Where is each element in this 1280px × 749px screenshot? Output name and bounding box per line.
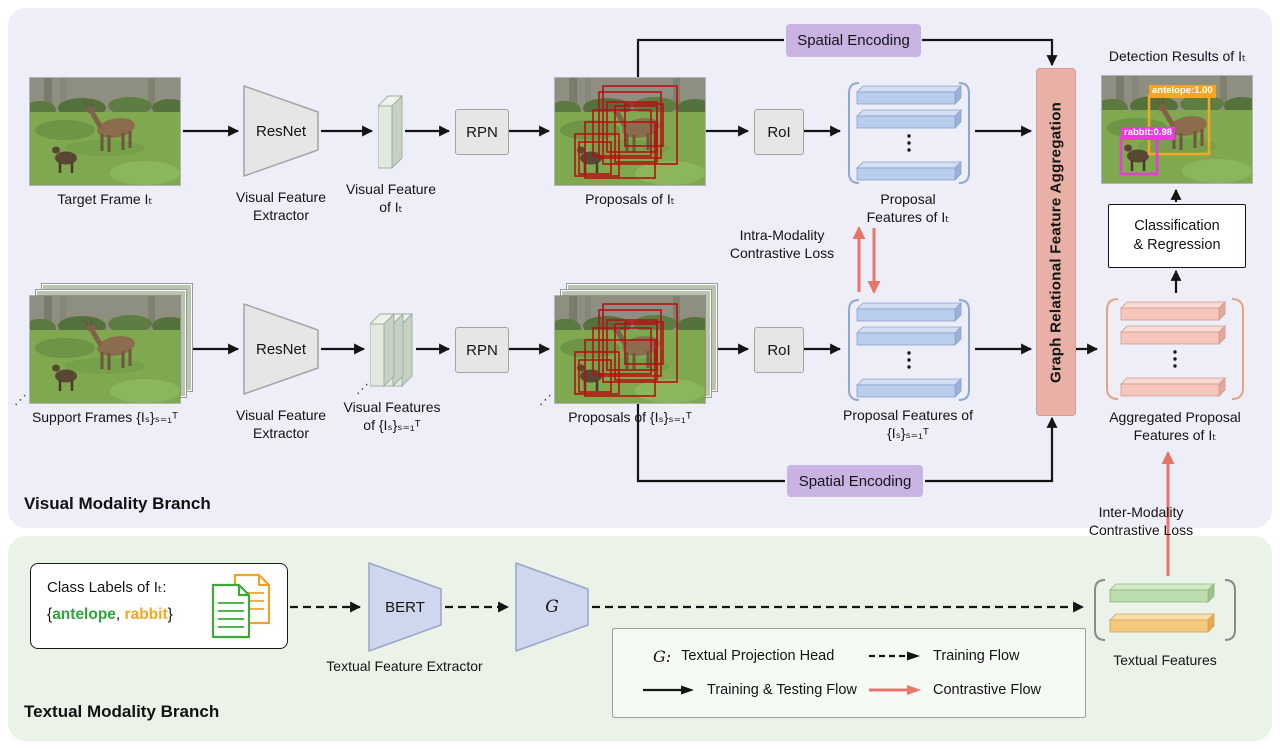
region-proposal-boxes-overlay [574, 85, 678, 179]
trapezoid-shape [368, 562, 442, 652]
textual-features-group [1090, 578, 1240, 642]
support-frames-label: Support Frames {Iₛ}ₛ₌₁ᵀ [31, 409, 179, 425]
rpn-box-target: RPN [455, 109, 509, 155]
legend-projection-head: G: Textual Projection Head [627, 639, 867, 673]
resnet-label: ResNet [255, 122, 307, 140]
target-frame-image [30, 78, 180, 185]
visual-feature-slab-target [378, 95, 404, 169]
separator: , [115, 606, 125, 623]
resnet-block-target: ResNet [243, 85, 319, 177]
trapezoid-shape [515, 562, 589, 652]
visual-feature-extractor-label-support: Visual Feature Extractor [235, 407, 326, 441]
trapezoid-shape [243, 303, 319, 395]
inter-modality-loss-label: Inter-Modality Contrastive Loss [1088, 504, 1194, 538]
solid-arrow-icon [643, 685, 694, 695]
red-arrow-icon [869, 685, 921, 695]
graph-relational-feature-aggregation-box: Graph Relational Feature Aggregation [1036, 68, 1076, 416]
class-labels-set: {antelope, rabbit} [47, 606, 173, 624]
detection-results-label: Detection Results of Iₜ [1108, 48, 1247, 64]
proposals-support-label: Proposals of {Iₛ}ₛ₌₁ᵀ [568, 409, 692, 425]
documents-icon [211, 573, 271, 639]
projection-head-block: G [515, 562, 589, 652]
rpn-box-support: RPN [455, 327, 509, 373]
class-labels-heading: Class Labels of Iₜ: [47, 579, 167, 596]
spatial-encoding-bottom: Spatial Encoding [787, 465, 923, 497]
proposal-features-target-label: Proposal Features of Iₜ [866, 191, 950, 225]
proposals-target-label: Proposals of Iₜ [585, 191, 675, 207]
proposals-target-image [555, 78, 705, 185]
stack-ellipsis: ⋰ [14, 392, 27, 407]
proposal-features-target [845, 80, 973, 186]
bert-block: BERT [368, 562, 442, 652]
target-frame-label: Target Frame Iₜ [57, 191, 153, 207]
intra-modality-loss-label: Intra-Modality Contrastive Loss [729, 227, 835, 261]
class-labels-box: Class Labels of Iₜ: {antelope, rabbit} [30, 563, 288, 649]
photo-scene [30, 296, 180, 403]
legend-g-symbol: G: [653, 646, 672, 666]
projection-head-label: G [545, 597, 559, 617]
visual-branch-title: Visual Modality Branch [24, 494, 211, 513]
classification-regression-box: Classification & Regression [1108, 204, 1246, 268]
visual-feature-label: Visual Feature of Iₜ [345, 181, 436, 215]
textual-feature-extractor-label: Textual Feature Extractor [326, 658, 483, 674]
legend-training-testing-flow-label: Training & Testing Flow [707, 682, 857, 698]
photo-scene [30, 78, 180, 185]
classification-line: Classification [1134, 218, 1220, 235]
textual-features-label: Textual Features [1113, 652, 1217, 668]
resnet-label: ResNet [255, 340, 307, 358]
visual-feature-slabs-support [370, 311, 414, 389]
proposals-support-image [555, 284, 717, 403]
roi-box-target: RoI [754, 109, 804, 155]
visual-features-label: Visual Features of {Iₛ}ₛ₌₁ᵀ [343, 399, 441, 433]
regression-line: & Regression [1133, 237, 1221, 253]
resnet-block-support: ResNet [243, 303, 319, 395]
legend-g-label: Textual Projection Head [681, 648, 835, 664]
brace-open: { [47, 606, 53, 623]
bert-label: BERT [385, 598, 425, 616]
legend-contrastive-flow-label: Contrastive Flow [933, 682, 1041, 698]
proposal-features-support-label: Proposal Features of {Iₛ}ₛ₌₁ᵀ [843, 407, 973, 441]
textual-branch-title: Textual Modality Branch [24, 702, 220, 721]
brace-close: } [167, 606, 173, 623]
legend-grid: G: Textual Projection Head Training Flow… [627, 639, 1071, 707]
legend-box: G: Textual Projection Head Training Flow… [612, 628, 1086, 718]
aggregated-proposal-features [1102, 296, 1248, 402]
photo-scene [555, 78, 705, 185]
legend-training-flow-label: Training Flow [933, 648, 1020, 664]
antelope-label: antelope [52, 606, 116, 623]
dashed-arrow-icon [869, 651, 920, 661]
legend-training-flow: Training Flow [867, 639, 1071, 673]
support-frames-image [30, 284, 192, 403]
legend-contrastive-flow: Contrastive Flow [867, 673, 1071, 707]
stack-ellipsis: ⋰ [356, 381, 369, 396]
region-proposal-boxes-overlay [574, 303, 678, 397]
visual-feature-extractor-label-target: Visual Feature Extractor [235, 189, 326, 223]
legend-training-testing-flow: Training & Testing Flow [627, 673, 867, 707]
trapezoid-shape [243, 85, 319, 177]
detection-badge-rabbit: rabbit:0.98 [1121, 127, 1176, 140]
detection-badge-antelope: antelope:1.00 [1149, 85, 1216, 98]
detection-results-image: antelope:1.00 rabbit:0.98 [1102, 76, 1252, 183]
stack-ellipsis: ⋰ [539, 392, 552, 407]
aggregated-features-label: Aggregated Proposal Features of Iₜ [1109, 409, 1241, 443]
photo-scene [555, 296, 705, 403]
rabbit-label: rabbit [124, 606, 168, 623]
roi-box-support: RoI [754, 327, 804, 373]
proposal-features-support [845, 297, 973, 403]
spatial-encoding-top: Spatial Encoding [786, 24, 921, 57]
